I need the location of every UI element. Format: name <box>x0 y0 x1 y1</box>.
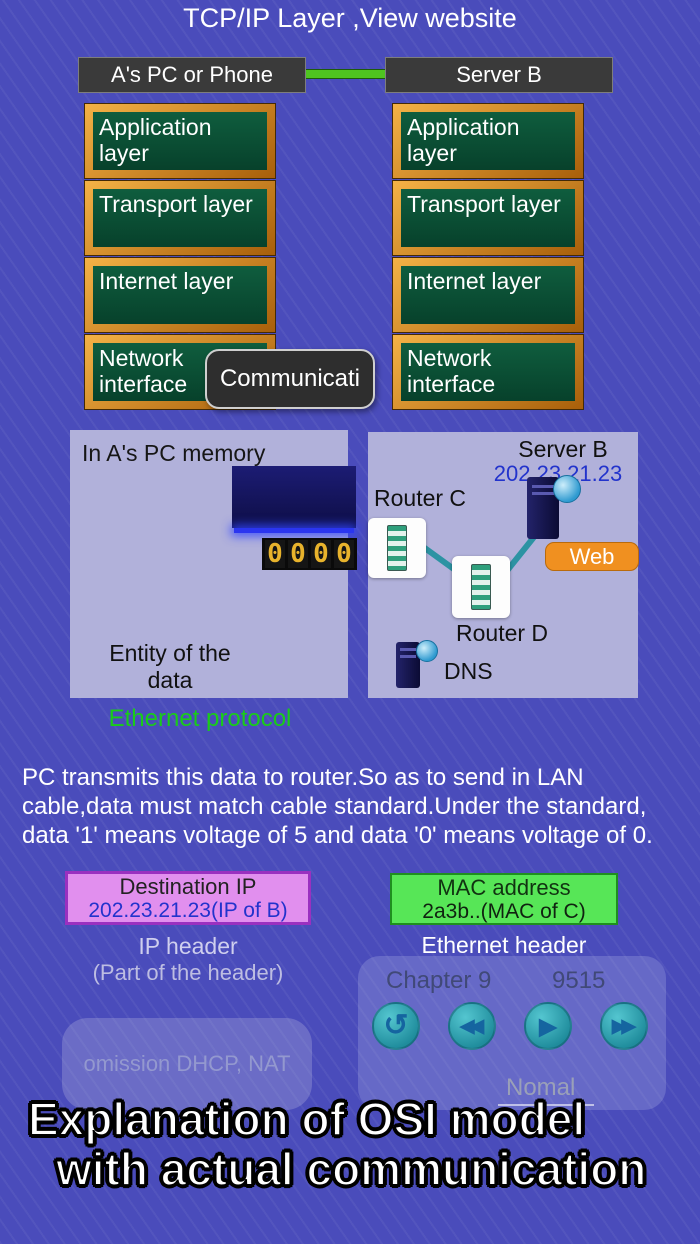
data-entity-block <box>232 466 356 528</box>
layer-box-a-application: Application layer <box>85 104 275 178</box>
chapter-label: Chapter 9 <box>386 967 492 994</box>
layer-label: Application layer <box>93 112 267 170</box>
replay-button[interactable]: ↺ <box>372 1002 420 1050</box>
signal-glow-line <box>234 528 354 533</box>
mac-address-value: 2a3b..(MAC of C) <box>422 899 586 923</box>
mac-address-box: MAC address 2a3b..(MAC of C) <box>390 873 618 925</box>
memory-panel-title: In A's PC memory <box>82 440 266 466</box>
node-header-server-b: Server B <box>385 57 613 93</box>
fast-forward-icon: ▶▶ <box>611 1015 636 1037</box>
communication-tooltip[interactable]: Communicati <box>205 349 375 409</box>
signal-digit: 0 <box>334 540 354 568</box>
rewind-icon: ◀◀ <box>459 1015 484 1037</box>
router-c-label: Router C <box>374 485 467 511</box>
rewind-button[interactable]: ◀◀ <box>448 1002 496 1050</box>
router-d-icon <box>452 556 510 618</box>
layer-label: Transport layer <box>401 189 575 247</box>
play-button[interactable]: ▶ <box>524 1002 572 1050</box>
globe-icon <box>416 640 438 662</box>
node-link-line <box>298 69 392 79</box>
server-b-label: Server B <box>518 436 608 462</box>
globe-icon <box>553 475 581 503</box>
router-c-icon <box>368 518 426 578</box>
fast-forward-button[interactable]: ▶▶ <box>600 1002 648 1050</box>
signal-digit: 0 <box>311 540 331 568</box>
router-device-icon <box>471 564 491 610</box>
node-header-pc-a: A's PC or Phone <box>78 57 306 93</box>
layer-label: Network interface <box>401 343 575 401</box>
footer-title-line1: Explanation of OSI model <box>27 1092 586 1146</box>
layer-label: Internet layer <box>93 266 267 324</box>
replay-icon: ↺ <box>383 1009 409 1042</box>
layer-box-b-application: Application layer <box>393 104 583 178</box>
dns-label: DNS <box>444 658 493 684</box>
layer-label: Transport layer <box>93 189 267 247</box>
ip-header-caption: IP header <box>138 933 238 959</box>
router-device-icon <box>387 525 407 571</box>
signal-digit: 0 <box>265 540 285 568</box>
play-icon: ▶ <box>539 1012 557 1039</box>
mode-selector[interactable]: Nomal <box>506 1074 576 1101</box>
destination-ip-box: Destination IP 202.23.21.23(IP of B) <box>65 871 311 925</box>
entity-of-data-label: Entity of the data <box>109 640 231 693</box>
layer-box-a-internet: Internet layer <box>85 258 275 332</box>
router-d-label: Router D <box>456 620 549 646</box>
web-badge: Web <box>545 542 639 571</box>
destination-ip-value: 202.23.21.23(IP of B) <box>88 898 288 922</box>
footer-title-line2: with actual communication <box>55 1142 647 1196</box>
signal-digit: 0 <box>288 540 308 568</box>
ip-header-subcaption: (Part of the header) <box>92 960 284 985</box>
layer-box-b-transport: Transport layer <box>393 181 583 255</box>
ethernet-protocol-label: Ethernet protocol <box>108 705 292 732</box>
layer-box-a-transport: Transport layer <box>85 181 275 255</box>
server-b-icon <box>527 475 581 541</box>
lan-signal-digits: 0 0 0 0 <box>262 538 357 570</box>
layer-box-b-network-interface: Network interface <box>393 335 583 409</box>
omission-box: omission DHCP, NAT <box>62 1018 312 1110</box>
layer-label: Internet layer <box>401 266 575 324</box>
destination-ip-title: Destination IP <box>119 873 257 899</box>
description-text: PC transmits this data to router.So as t… <box>22 764 653 849</box>
dns-server-icon <box>396 640 438 692</box>
page-title: TCP/IP Layer ,View website <box>183 3 517 33</box>
omission-label: omission DHCP, NAT <box>83 1051 291 1076</box>
layer-box-b-internet: Internet layer <box>393 258 583 332</box>
chapter-code: 9515 <box>552 967 606 994</box>
mac-address-title: MAC address <box>437 874 571 900</box>
layer-label: Application layer <box>401 112 575 170</box>
mode-underline <box>498 1104 594 1106</box>
ethernet-header-caption: Ethernet header <box>421 932 587 958</box>
